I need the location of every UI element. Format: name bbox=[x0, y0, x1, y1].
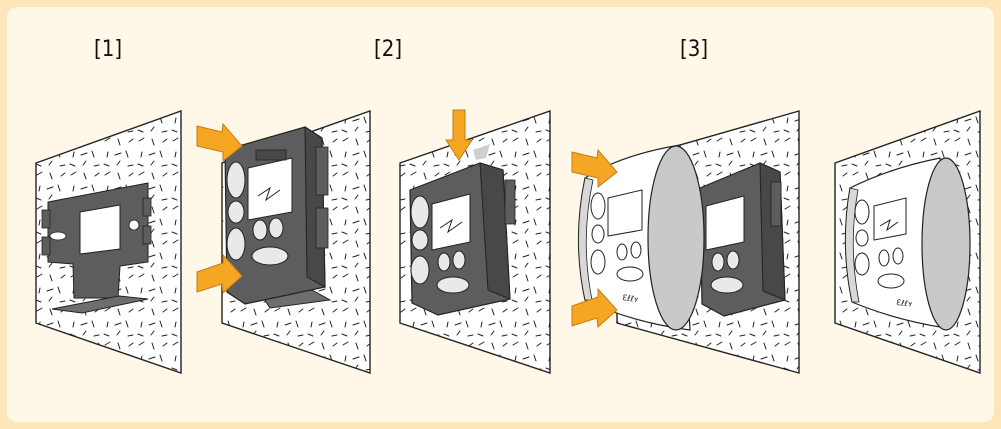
step-1-illustration bbox=[35, 110, 182, 374]
arrow-right-icon bbox=[571, 148, 618, 189]
thermostat-base-unit bbox=[699, 162, 786, 317]
step-1b-illustration bbox=[196, 110, 371, 374]
thermostat-base-unit bbox=[224, 126, 329, 305]
mounting-plate bbox=[41, 182, 152, 314]
thermostat-cover: Ɛℓℓʏ bbox=[577, 144, 705, 331]
step-2-illustration bbox=[399, 109, 551, 374]
arrow-down-icon bbox=[445, 109, 473, 161]
snap-hint bbox=[473, 144, 490, 160]
brand-logo: Ɛℓℓʏ bbox=[622, 293, 640, 304]
step-3-label: [3] bbox=[680, 37, 709, 62]
thermostat-assembled: Ɛℓℓʏ bbox=[844, 157, 971, 331]
step-3-illustration: Ɛℓℓʏ bbox=[571, 110, 800, 374]
arrow-right-icon bbox=[571, 287, 618, 329]
step-2-label: [2] bbox=[374, 37, 403, 62]
brand-logo: Ɛℓℓʏ bbox=[896, 298, 913, 309]
thermostat-base-unit bbox=[409, 162, 516, 316]
arrow-right-icon bbox=[196, 122, 243, 163]
step-1-label: [1] bbox=[94, 37, 123, 62]
arrow-right-icon bbox=[196, 253, 243, 295]
step-3b-illustration: Ɛℓℓʏ bbox=[834, 110, 981, 374]
